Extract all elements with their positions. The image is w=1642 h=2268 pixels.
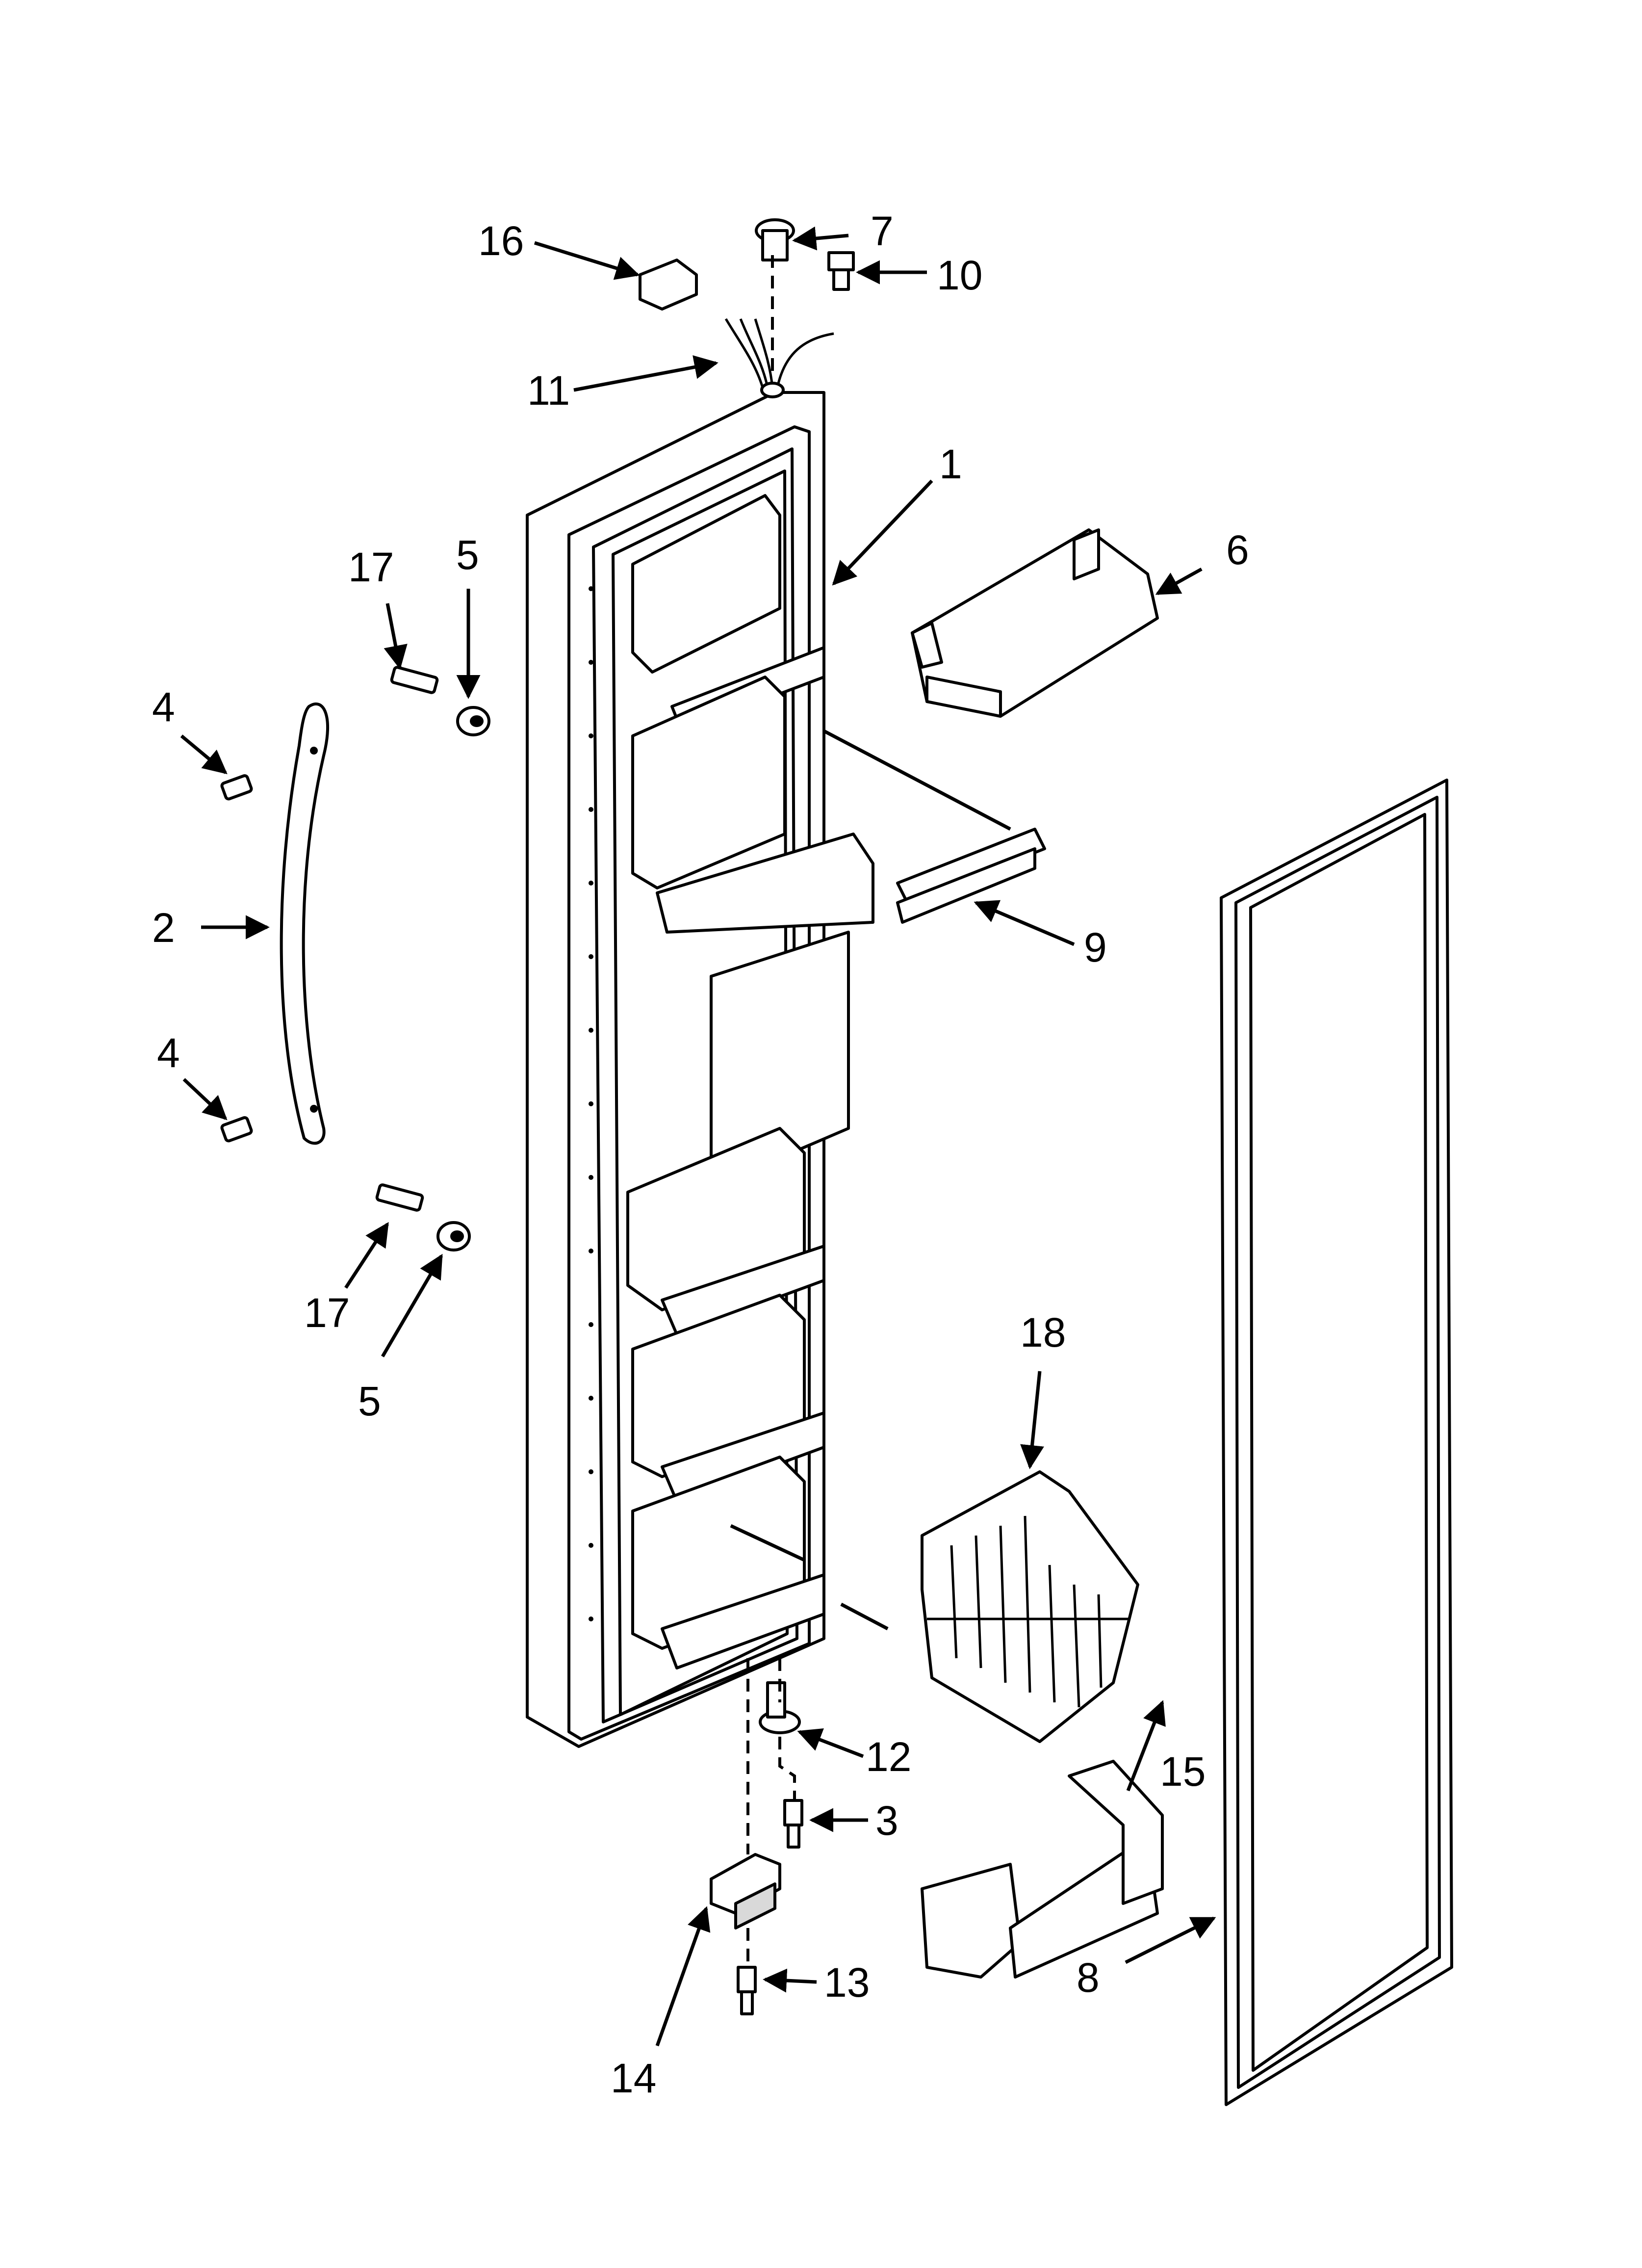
spacer-upper — [456, 706, 490, 736]
ground-screw — [827, 251, 855, 291]
door-bin — [911, 528, 1159, 718]
light-switch — [755, 218, 795, 261]
door-gasket — [1220, 779, 1453, 2106]
set-screw-lower — [220, 1116, 253, 1143]
callout-9: 9 — [1084, 924, 1107, 970]
callout-17-lower: 17 — [304, 1290, 350, 1336]
hinge-bracket — [710, 1853, 781, 1929]
callout-11: 11 — [527, 367, 570, 414]
callout-labels: 1 2 3 4 4 5 5 6 7 8 9 10 11 12 13 14 15 … — [152, 208, 1249, 2101]
hinge-screw — [783, 1799, 803, 1849]
callout-4-lower: 4 — [157, 1030, 180, 1076]
spacer-lower — [436, 1221, 471, 1251]
trim-strip — [896, 828, 1046, 924]
door-handle — [280, 702, 329, 1145]
bracket-screw — [737, 1966, 757, 2015]
leader-arrows — [180, 226, 1216, 2047]
callout-4-upper: 4 — [152, 684, 175, 730]
callout-12: 12 — [866, 1734, 911, 1780]
callout-6: 6 — [1226, 527, 1249, 573]
wire-connector — [639, 259, 698, 311]
callout-17-upper: 17 — [348, 544, 394, 590]
callout-15: 15 — [1160, 1748, 1206, 1795]
callout-5-upper: 5 — [456, 532, 479, 578]
callout-16: 16 — [478, 218, 524, 264]
callout-2: 2 — [152, 905, 175, 951]
door-screw-holes — [589, 586, 593, 1621]
callout-3: 3 — [875, 1798, 898, 1844]
hinge-pin — [759, 1681, 801, 1734]
handle-screw-upper — [390, 666, 439, 694]
callout-1: 1 — [939, 441, 962, 487]
handle-screw-lower — [375, 1183, 424, 1212]
callout-5-lower: 5 — [358, 1378, 381, 1424]
callout-18: 18 — [1020, 1309, 1066, 1356]
callout-7: 7 — [871, 208, 894, 254]
callout-13: 13 — [824, 1959, 870, 2006]
callout-10: 10 — [937, 252, 982, 298]
ice-basket — [921, 1470, 1139, 1743]
set-screw-upper — [220, 774, 253, 801]
callout-14: 14 — [611, 2055, 656, 2101]
door-assembly — [526, 318, 874, 1748]
callout-8: 8 — [1077, 1955, 1100, 2001]
door-shelves — [626, 494, 874, 1669]
bucket-support — [921, 1760, 1164, 1979]
